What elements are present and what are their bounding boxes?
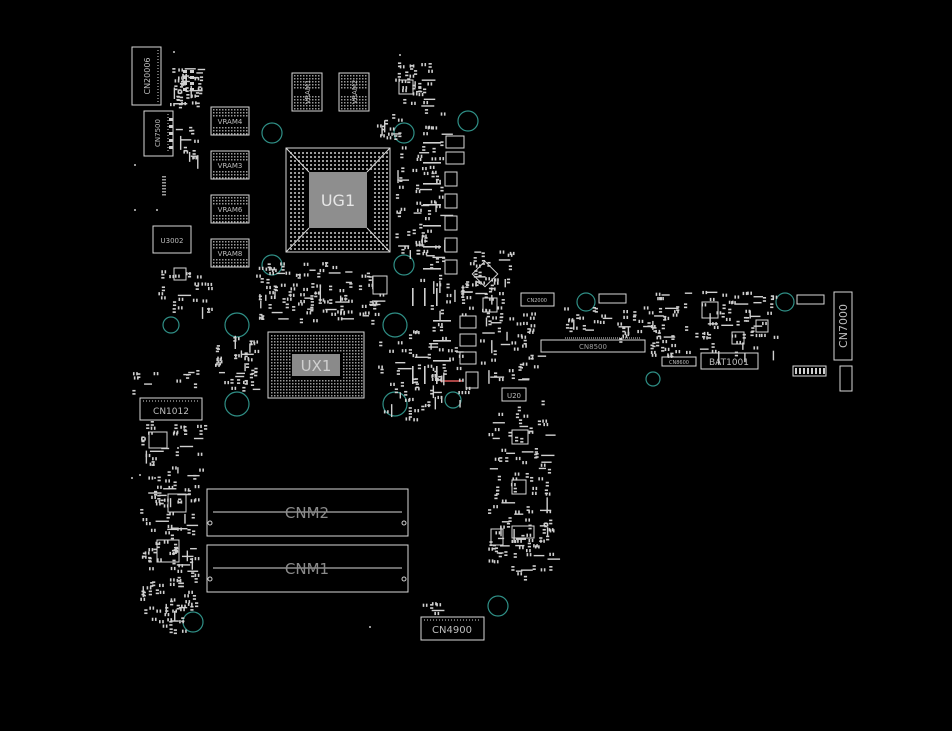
- gpu-ug1[interactable]: UG1: [285, 147, 391, 253]
- header-connector-right[interactable]: [792, 365, 827, 377]
- smd-components: [131, 51, 825, 635]
- cn20006-connector[interactable]: CN20006: [131, 46, 162, 106]
- cn8500-connector[interactable]: CN8500: [540, 337, 646, 353]
- vram4-chip[interactable]: VRAM4: [210, 106, 250, 136]
- cn20006-label: CN20006: [143, 57, 152, 94]
- ug1-label: UG1: [321, 191, 355, 210]
- cn1012-label: CN1012: [153, 407, 189, 417]
- cn7000-label: CN7000: [837, 304, 850, 348]
- vram1-chip[interactable]: VRAM1: [291, 72, 323, 112]
- vram8-label: VRAM8: [218, 250, 243, 258]
- u3002-chip[interactable]: U3002: [152, 225, 192, 254]
- cn4900-label: CN4900: [432, 625, 472, 636]
- cn2000-label: CN2000: [527, 298, 547, 304]
- u20-label: U20: [507, 392, 521, 400]
- vram6-chip[interactable]: VRAM6: [210, 194, 250, 224]
- u20-chip[interactable]: U20: [501, 387, 527, 402]
- cn7500-label: CN7500: [154, 119, 162, 147]
- vram2-chip[interactable]: VRAM2: [338, 72, 370, 112]
- cnm2-label: CNM2: [285, 504, 329, 522]
- ug1-ball-grid: [290, 152, 388, 250]
- ux1-label: UX1: [301, 357, 332, 375]
- vram6-label: VRAM6: [218, 206, 243, 214]
- fpc-connector-mid[interactable]: [598, 293, 627, 304]
- cn1012-connector[interactable]: CN1012: [139, 397, 203, 421]
- bat1001-connector[interactable]: BAT1001: [700, 352, 759, 370]
- bat1001-label: BAT1001: [709, 358, 749, 368]
- cn8600-connector[interactable]: CN8600: [661, 356, 697, 367]
- cnm1-label: CNM1: [285, 560, 329, 578]
- cn8500-label: CN8500: [579, 343, 607, 351]
- fpc-connector-right[interactable]: [796, 294, 825, 305]
- vram1-label: VRAM1: [304, 80, 312, 105]
- vram3-chip[interactable]: VRAM3: [210, 150, 250, 180]
- vram3-label: VRAM3: [218, 162, 243, 170]
- cnm2-slot[interactable]: CNM2: [206, 488, 409, 537]
- cn7000-connector[interactable]: CN7000: [833, 291, 853, 361]
- cn7500-connector[interactable]: CN7500: [143, 110, 174, 157]
- cn2000-connector[interactable]: CN2000: [520, 292, 555, 307]
- small-chips: [148, 79, 769, 563]
- cn4900-connector[interactable]: CN4900: [420, 616, 485, 641]
- small-connector-right[interactable]: [839, 365, 853, 392]
- ux1-ball-grid: [271, 335, 363, 397]
- vram2-label: VRAM2: [351, 80, 359, 105]
- u3002-label: U3002: [161, 237, 184, 245]
- cn8600-label: CN8600: [669, 360, 689, 366]
- vram8-chip[interactable]: VRAM8: [210, 238, 250, 268]
- cpu-ux1[interactable]: UX1: [267, 331, 365, 399]
- cnm1-slot[interactable]: CNM1: [206, 544, 409, 593]
- vram4-label: VRAM4: [218, 118, 243, 126]
